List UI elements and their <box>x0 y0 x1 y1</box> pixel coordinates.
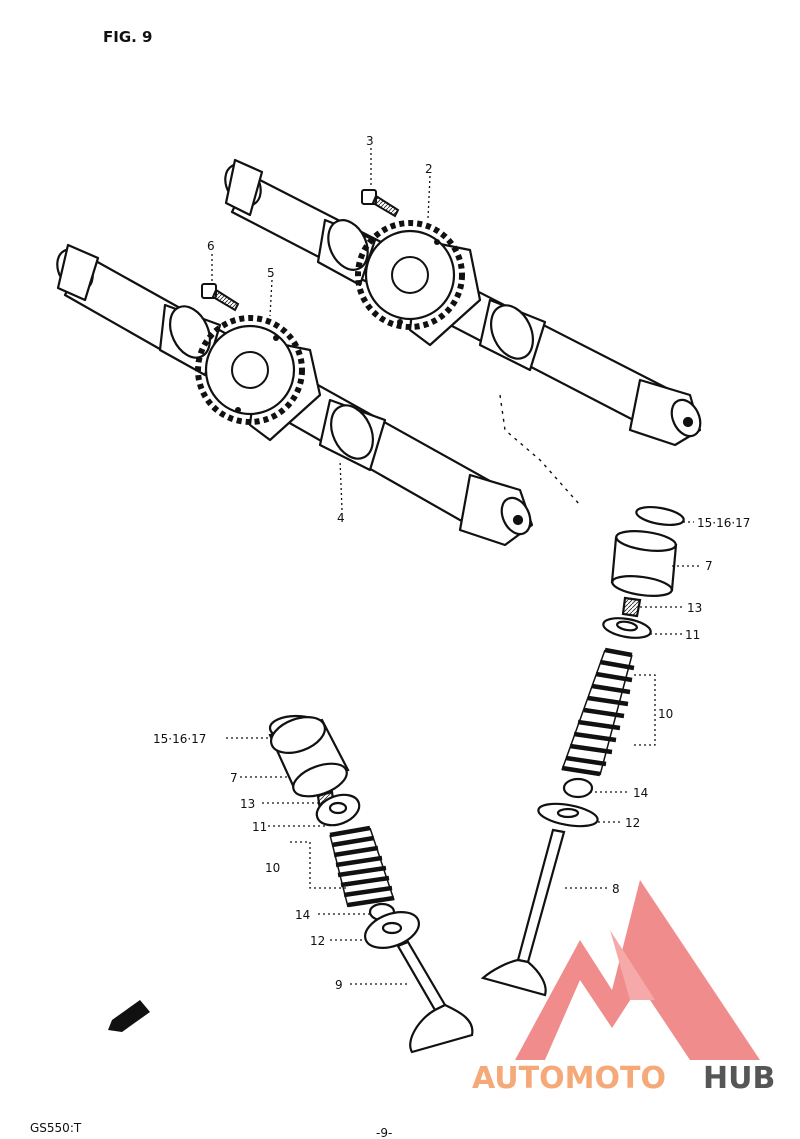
callout-right-7: 7 <box>705 559 713 573</box>
callout-left-11: 11 <box>252 820 267 834</box>
callout-left-10: 10 <box>265 861 280 875</box>
cam-sprocket-upper <box>355 220 465 330</box>
sprocket-bolt-lower <box>201 283 240 312</box>
sprocket-bolt-upper <box>361 189 400 218</box>
callout-5: 5 <box>267 266 275 280</box>
callout-4: 4 <box>337 511 345 525</box>
footer-model: GS550:T <box>30 1121 82 1135</box>
callout-right-12: 12 <box>625 816 640 830</box>
watermark-text-hub: HUB <box>703 1061 775 1096</box>
callout-left-14: 14 <box>295 908 310 922</box>
callout-right-15-16-17: 15·16·17 <box>697 516 750 530</box>
callout-right-10: 10 <box>658 707 673 721</box>
fwd-arrow-icon: FWD <box>108 1000 150 1032</box>
callout-left-15-16-17: 15·16·17 <box>153 732 206 746</box>
callout-right-14: 14 <box>633 786 648 800</box>
cam-sprocket-lower <box>195 315 305 425</box>
callout-6: 6 <box>207 239 215 253</box>
watermark-logo: AUTOMOTO HUB <box>472 880 775 1096</box>
callout-left-12: 12 <box>310 934 325 948</box>
watermark-text-automoto: AUTOMOTO <box>472 1061 666 1096</box>
callout-right-11: 11 <box>685 628 700 642</box>
leader-lines <box>211 148 702 985</box>
callout-right-13: 13 <box>687 601 702 615</box>
valve-assembly-left <box>268 714 474 1054</box>
callout-9: 9 <box>335 978 343 992</box>
figure-title: FIG. 9 <box>103 28 153 46</box>
callout-left-13: 13 <box>240 797 255 811</box>
watermark-logo-mark <box>515 880 760 1060</box>
callout-2: 2 <box>425 162 433 176</box>
callout-3: 3 <box>366 134 374 148</box>
alignment-line <box>499 394 581 506</box>
callout-8: 8 <box>612 882 620 896</box>
callout-labels: 3 2 6 5 4 15·16·17 7 13 11 10 14 12 8 15… <box>153 134 750 992</box>
valve-assembly-right <box>480 505 685 997</box>
callout-left-7: 7 <box>230 771 238 785</box>
footer-page-number: -9- <box>376 1126 392 1139</box>
